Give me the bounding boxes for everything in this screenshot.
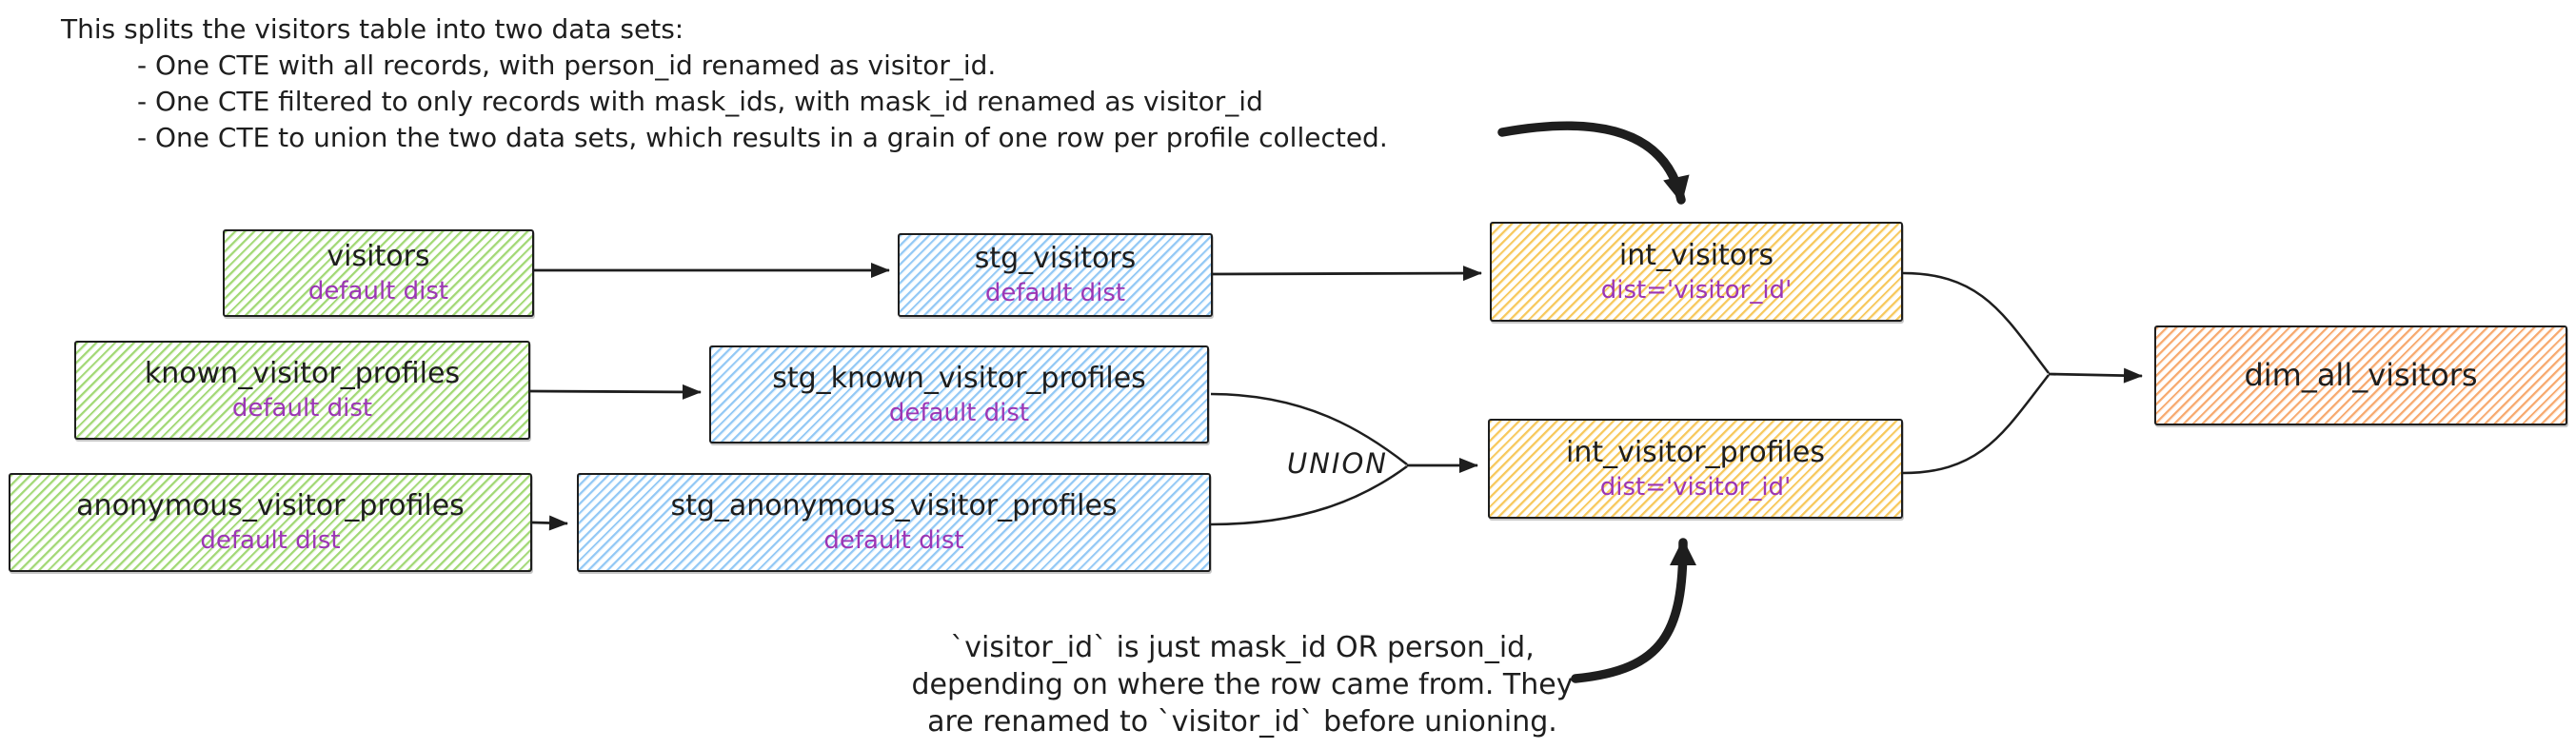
node-anonymous-visitor-profiles-dist: default dist [200, 526, 341, 556]
node-stg-known-visitor-profiles: stg_known_visitor_profiles default dist [709, 345, 1209, 443]
node-anonymous-visitor-profiles-label: anonymous_visitor_profiles [76, 489, 465, 523]
connector-stg-known-to-union [1210, 392, 1408, 465]
node-known-visitor-profiles-label: known_visitor_profiles [144, 357, 461, 391]
node-dim-all-visitors-label: dim_all_visitors [2244, 356, 2478, 393]
top-note-bullet: - One CTE with all records, with person_… [137, 49, 997, 81]
connector-int-visitor-profiles-to-dim [1902, 374, 2050, 475]
bottom-note: `visitor_id` is just mask_id OR person_i… [900, 629, 1585, 740]
node-anonymous-visitor-profiles: anonymous_visitor_profiles default dist [9, 473, 532, 572]
node-stg-visitors-label: stg_visitors [974, 242, 1137, 276]
arrow-anonymous-to-stg-anonymous [531, 515, 568, 531]
node-int-visitor-profiles-dist: dist='visitor_id' [1599, 472, 1792, 502]
bottom-note-line: are renamed to `visitor_id` before union… [927, 705, 1557, 739]
bottom-note-line: depending on where the row came from. Th… [911, 668, 1574, 701]
node-stg-known-visitor-profiles-dist: default dist [888, 398, 1030, 427]
union-label: UNION [1287, 447, 1388, 480]
arrow-stg-visitors-to-int-visitors [1212, 266, 1482, 282]
arrow-merge-to-dim-all-visitors [2048, 367, 2143, 384]
node-int-visitors-dist: dist='visitor_id' [1600, 275, 1793, 305]
node-known-visitor-profiles-dist: default dist [231, 394, 373, 424]
node-visitors: visitors default dist [223, 229, 534, 317]
node-stg-anonymous-visitor-profiles-label: stg_anonymous_visitor_profiles [670, 489, 1118, 523]
node-dim-all-visitors: dim_all_visitors [2154, 325, 2567, 425]
node-int-visitors-label: int_visitors [1618, 238, 1774, 272]
connector-int-visitors-to-dim [1902, 271, 2050, 374]
bottom-note-line: `visitor_id` is just mask_id OR person_i… [950, 631, 1535, 664]
top-note-bullet: - One CTE to union the two data sets, wh… [137, 122, 1388, 153]
arrow-top-note-to-int-visitors [1497, 121, 1690, 205]
node-stg-visitors: stg_visitors default dist [898, 233, 1213, 317]
node-stg-anonymous-visitor-profiles-dist: default dist [823, 526, 964, 556]
arrow-bottom-note-to-int-visitor-profiles [1571, 538, 1696, 683]
arrow-known-to-stg-known [529, 384, 702, 400]
top-note-bullet: - One CTE filtered to only records with … [137, 86, 1263, 117]
node-visitors-dist: default dist [307, 277, 449, 306]
node-stg-visitors-dist: default dist [984, 279, 1126, 308]
node-visitors-label: visitors [327, 240, 430, 274]
top-note: This splits the visitors table into two … [61, 11, 1388, 156]
node-stg-anonymous-visitor-profiles: stg_anonymous_visitor_profiles default d… [577, 473, 1211, 572]
node-int-visitor-profiles-label: int_visitor_profiles [1565, 435, 1825, 469]
node-int-visitors: int_visitors dist='visitor_id' [1490, 222, 1903, 322]
top-note-intro: This splits the visitors table into two … [61, 13, 684, 45]
node-int-visitor-profiles: int_visitor_profiles dist='visitor_id' [1488, 419, 1903, 519]
node-stg-known-visitor-profiles-label: stg_known_visitor_profiles [772, 361, 1146, 395]
connector-stg-anonymous-to-union [1210, 464, 1408, 526]
node-known-visitor-profiles: known_visitor_profiles default dist [74, 341, 530, 440]
